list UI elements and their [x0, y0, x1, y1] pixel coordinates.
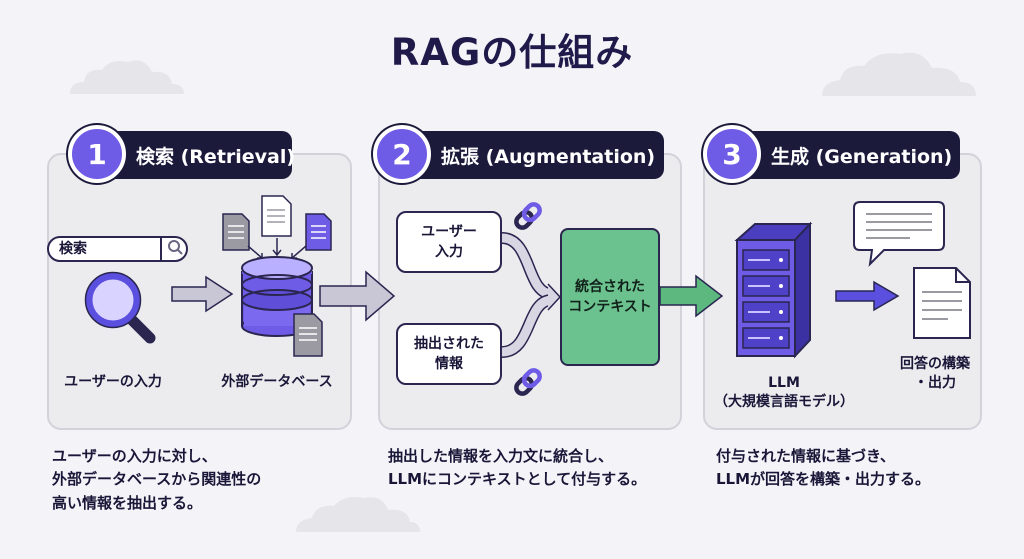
step-2-header: 2 拡張 (Augmentation) [373, 125, 664, 183]
step-1-header: 1 検索 (Retrieval) [68, 125, 296, 183]
user-input-label: ユーザーの入力 [64, 374, 162, 390]
document-icon [913, 267, 971, 339]
step-3-heading: 生成 (Generation) [771, 145, 953, 168]
step-1-number-badge: 1 [68, 125, 126, 183]
integrated-context-line-2: コンテキスト [568, 299, 652, 315]
cloud-decoration-bottom [296, 497, 420, 532]
document-icon [222, 213, 250, 251]
arrow-down-icon [247, 238, 307, 259]
step-1-description-line: 外部データベースから関連性の [52, 470, 262, 489]
extracted-info-box: 抽出された 情報 [396, 323, 502, 385]
arrow-right-icon [171, 275, 234, 313]
step-3-description-line: LLMが回答を構築・出力する。 [716, 470, 931, 489]
search-icon [160, 236, 188, 262]
step-3-number-badge: 3 [703, 125, 761, 183]
user-input-box-line-1: ユーザー [421, 223, 477, 240]
merge-arrow-icon [501, 232, 562, 358]
integrated-context-box: 統合された コンテキスト [560, 228, 660, 366]
step-2-description-line: LLMにコンテキストとして付与する。 [388, 470, 647, 489]
document-icon [293, 313, 323, 357]
extracted-info-line-2: 情報 [435, 356, 463, 372]
arrow-right-icon [659, 274, 724, 318]
external-database-label: 外部データベース [221, 374, 333, 390]
step-1-heading: 検索 (Retrieval) [136, 145, 296, 168]
step-2-heading: 拡張 (Augmentation) [441, 145, 656, 168]
link-icon [514, 202, 542, 230]
step-1-description: ユーザーの入力に対し、 外部データベースから関連性の 高い情報を抽出する。 [52, 445, 261, 515]
step-1-description-line: 高い情報を抽出する。 [52, 493, 203, 512]
llm-label: LLM （大規模言語モデル） [702, 374, 866, 412]
link-icon [514, 368, 542, 396]
step-3-description-line: 付与された情報に基づき、 [716, 447, 895, 465]
step-2-description: 抽出した情報を入力文に統合し、 LLMにコンテキストとして付与する。 [388, 445, 646, 492]
llm-label-line-2: （大規模言語モデル） [714, 393, 854, 410]
llm-label-line-1: LLM [768, 375, 800, 391]
cloud-decoration-right [822, 52, 976, 96]
arrow-right-icon [835, 280, 900, 312]
output-label: 回答の構築 ・出力 [890, 355, 980, 393]
output-label-line-2: ・出力 [914, 374, 956, 391]
step-2-description-line: 抽出した情報を入力文に統合し、 [388, 447, 614, 465]
page-title: RAGの仕組み [390, 31, 634, 74]
cloud-decoration-left [70, 60, 184, 94]
document-icon [261, 195, 292, 237]
magnifier-icon [84, 271, 156, 344]
arrow-right-icon [319, 270, 396, 322]
server-icon [734, 221, 813, 359]
search-bar-text: 検索 [59, 241, 87, 257]
document-icon [305, 213, 332, 251]
step-3-description: 付与された情報に基づき、 LLMが回答を構築・出力する。 [716, 445, 930, 492]
step-3-header: 3 生成 (Generation) [703, 125, 960, 183]
integrated-context-line-1: 統合された [575, 278, 645, 295]
output-label-line-1: 回答の構築 [900, 356, 970, 372]
user-input-box: ユーザー 入力 [396, 211, 502, 273]
user-input-box-line-2: 入力 [434, 244, 463, 260]
step-1-description-line: ユーザーの入力に対し、 [52, 447, 217, 465]
search-bar: 検索 [47, 236, 188, 262]
speech-bubble-icon [853, 201, 945, 267]
step-2-number-badge: 2 [373, 125, 431, 183]
extracted-info-line-1: 抽出された [414, 335, 484, 352]
